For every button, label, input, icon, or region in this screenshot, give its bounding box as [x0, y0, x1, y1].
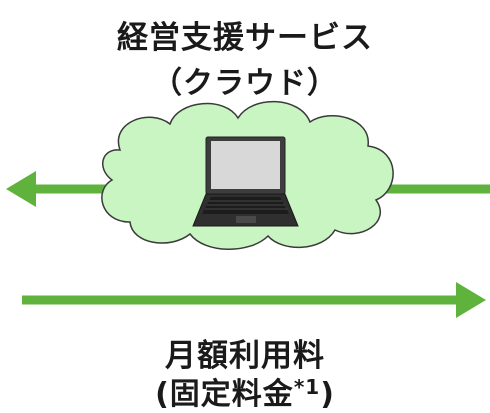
left-arrow — [6, 171, 112, 207]
fee-subtitle: (固定料金*1) — [0, 369, 490, 413]
service-title: 経営支援サービス — [117, 20, 373, 56]
fee-subtitle-close: ) — [320, 377, 335, 412]
fee-title: 月額利用料 — [165, 338, 325, 374]
service-subtitle: （クラウド） — [152, 66, 338, 101]
laptop-icon — [192, 136, 299, 227]
footnote-marker: *1 — [293, 375, 321, 399]
fee-arrow — [22, 282, 486, 318]
fee-subtitle-main: (固定料金 — [155, 377, 294, 412]
